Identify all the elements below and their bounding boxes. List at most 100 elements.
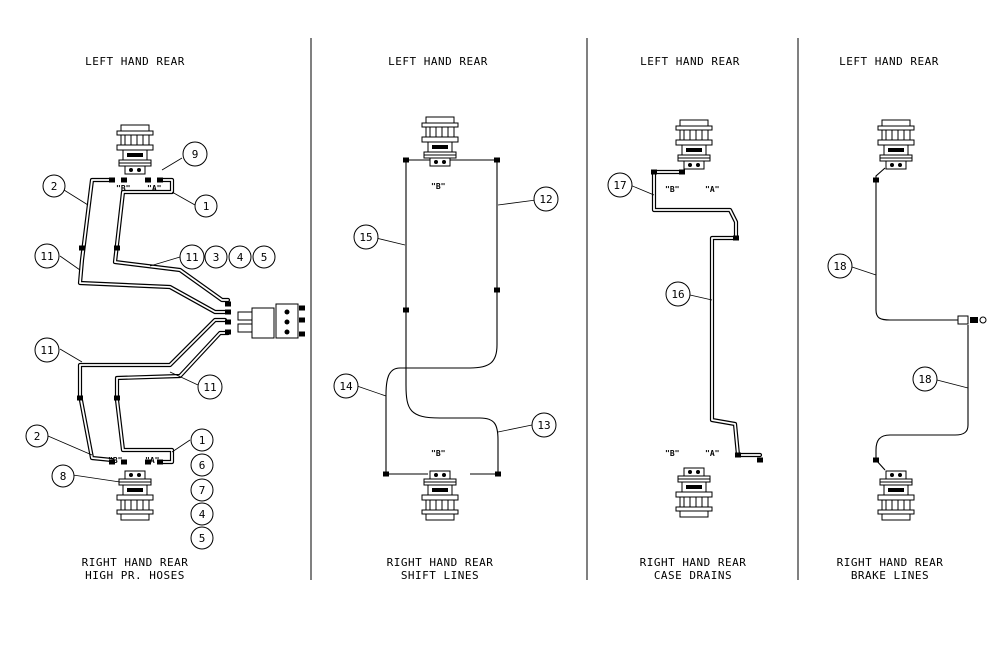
port-a-label: "A" — [147, 184, 161, 193]
svg-text:18: 18 — [918, 373, 931, 386]
svg-text:17: 17 — [613, 179, 626, 192]
svg-text:5: 5 — [199, 532, 206, 545]
callout-17: 17 — [607, 172, 633, 198]
panel-subtitle: SHIFT LINES — [401, 569, 479, 582]
motor-bottom — [422, 471, 458, 520]
panel-bottom-label: RIGHT HAND REAR — [837, 556, 944, 569]
hose-lower-outer — [77, 317, 228, 463]
port-b-label: "B" — [116, 184, 130, 193]
svg-text:11: 11 — [203, 381, 216, 394]
port-b-label: "B" — [665, 449, 679, 458]
port-a-label: "A" — [705, 449, 719, 458]
svg-text:8: 8 — [60, 470, 67, 483]
port-b-label: "B" — [431, 182, 445, 191]
case-drain-line — [651, 169, 763, 458]
callout-1: 1 — [194, 194, 218, 218]
motor-bottom — [878, 471, 914, 520]
callout-4: 4 — [190, 502, 214, 526]
svg-text:15: 15 — [359, 231, 372, 244]
port-a-label: "A" — [705, 185, 719, 194]
fitting — [383, 157, 501, 477]
callout-18: 18 — [827, 253, 853, 279]
callout-16: 16 — [665, 281, 691, 307]
svg-text:14: 14 — [339, 380, 353, 393]
port-b-label: "B" — [665, 185, 679, 194]
svg-text:11: 11 — [185, 251, 198, 264]
svg-text:7: 7 — [199, 484, 206, 497]
svg-text:4: 4 — [237, 251, 244, 264]
callout-1: 1 — [190, 428, 214, 452]
svg-text:13: 13 — [537, 419, 550, 432]
port-a-label: "A" — [145, 456, 159, 465]
panel-subtitle: BRAKE LINES — [851, 569, 929, 582]
callout-8: 8 — [51, 464, 75, 488]
callout-11: 11 — [34, 337, 60, 363]
callout-5: 5 — [252, 245, 276, 269]
callout-2: 2 — [25, 424, 49, 448]
callout-3: 3 — [204, 245, 228, 269]
svg-text:6: 6 — [199, 459, 206, 472]
callout-18: 18 — [912, 366, 938, 392]
shift-line-12-and-14 — [385, 159, 498, 475]
leader-lines — [629, 184, 713, 301]
callout-2: 2 — [42, 174, 66, 198]
panel-brake-lines: LEFT HAND REAR RIGHT HAND REAR BRAKE LIN… — [827, 55, 987, 582]
callout-5: 5 — [190, 526, 214, 550]
callout-7: 7 — [190, 478, 214, 502]
panel-top-label: LEFT HAND REAR — [640, 55, 740, 68]
callout-12: 12 — [533, 186, 559, 212]
panel-shift-lines: LEFT HAND REAR RIGHT HAND REAR SHIFT LIN… — [333, 55, 559, 582]
motor-top — [675, 119, 713, 170]
leader-lines — [356, 199, 537, 433]
callout-9: 9 — [182, 141, 208, 167]
motor-top — [421, 116, 459, 167]
panel-top-label: LEFT HAND REAR — [839, 55, 939, 68]
brake-tee-fitting — [957, 315, 987, 325]
brake-line-lower — [875, 325, 969, 471]
svg-text:1: 1 — [203, 200, 210, 213]
leader-lines — [851, 266, 969, 389]
port-b-label: "B" — [431, 449, 445, 458]
callout-13: 13 — [531, 412, 557, 438]
callout-11: 11 — [179, 244, 205, 270]
svg-text:9: 9 — [192, 148, 199, 161]
panel-bottom-label: RIGHT HAND REAR — [640, 556, 747, 569]
shift-line-15-and-13 — [405, 159, 499, 475]
callout-6: 6 — [190, 453, 214, 477]
hose-upper-outer — [77, 177, 228, 315]
panel-subtitle: HIGH PR. HOSES — [85, 569, 185, 582]
svg-text:12: 12 — [539, 193, 552, 206]
svg-text:16: 16 — [671, 288, 684, 301]
svg-text:2: 2 — [51, 180, 58, 193]
svg-text:2: 2 — [34, 430, 41, 443]
motor-bottom — [117, 471, 153, 520]
callout-11: 11 — [197, 374, 223, 400]
callout-11: 11 — [34, 243, 60, 269]
svg-text:11: 11 — [40, 250, 53, 263]
panel-top-label: LEFT HAND REAR — [388, 55, 488, 68]
svg-text:18: 18 — [833, 260, 846, 273]
svg-text:4: 4 — [199, 508, 206, 521]
brake-line-upper — [875, 167, 960, 321]
port-b-label: "B" — [108, 456, 122, 465]
motor-bottom — [676, 468, 712, 517]
fitting — [651, 169, 763, 463]
motor-top — [116, 124, 154, 175]
panel-high-pressure-hoses: LEFT HAND REAR RIGHT HAND REAR HIGH PR. … — [25, 55, 305, 582]
panel-bottom-label: RIGHT HAND REAR — [387, 556, 494, 569]
callout-15: 15 — [353, 224, 379, 250]
svg-text:11: 11 — [40, 344, 53, 357]
svg-text:3: 3 — [213, 251, 220, 264]
panel-top-label: LEFT HAND REAR — [85, 55, 185, 68]
hose-upper-inner — [112, 177, 231, 303]
svg-text:5: 5 — [261, 251, 268, 264]
leader-lines — [47, 157, 199, 483]
callout-4: 4 — [228, 245, 252, 269]
panel-bottom-label: RIGHT HAND REAR — [82, 556, 189, 569]
manifold-block — [225, 301, 305, 339]
panel-subtitle: CASE DRAINS — [654, 569, 732, 582]
svg-text:1: 1 — [199, 434, 206, 447]
callout-14: 14 — [333, 373, 359, 399]
panel-case-drains: LEFT HAND REAR RIGHT HAND REAR CASE DRAI… — [607, 55, 763, 582]
